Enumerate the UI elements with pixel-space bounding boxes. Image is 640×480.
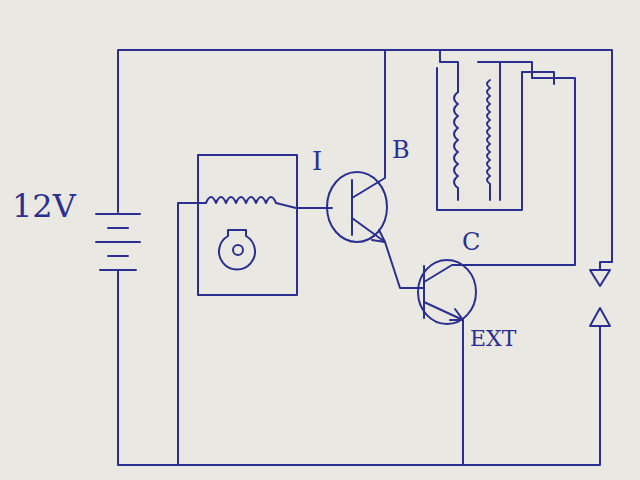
spark-gap (590, 262, 612, 326)
ignition-coil (437, 50, 554, 210)
reluctor-symbol (219, 230, 255, 270)
pickup-housing (198, 155, 297, 295)
ground-wire (118, 270, 600, 465)
transistor-collector (352, 50, 385, 198)
part-label: EXT (470, 328, 516, 350)
emitter-arrow (372, 230, 385, 242)
pickup-coil (178, 197, 332, 465)
transistor-base (423, 266, 425, 318)
battery-symbol (96, 214, 140, 270)
supply-wire (118, 50, 612, 262)
reluctor-hub (233, 245, 243, 255)
transistor-symbol (418, 260, 476, 324)
part-label: I (312, 148, 322, 174)
part-label: C (462, 230, 480, 254)
part-label: B (392, 138, 410, 162)
emitter-arrow (450, 309, 463, 320)
transistor-emitter (352, 218, 424, 288)
transistor-base (351, 180, 353, 235)
transistor-emitter (424, 302, 463, 465)
part-label: 12V (12, 190, 76, 222)
